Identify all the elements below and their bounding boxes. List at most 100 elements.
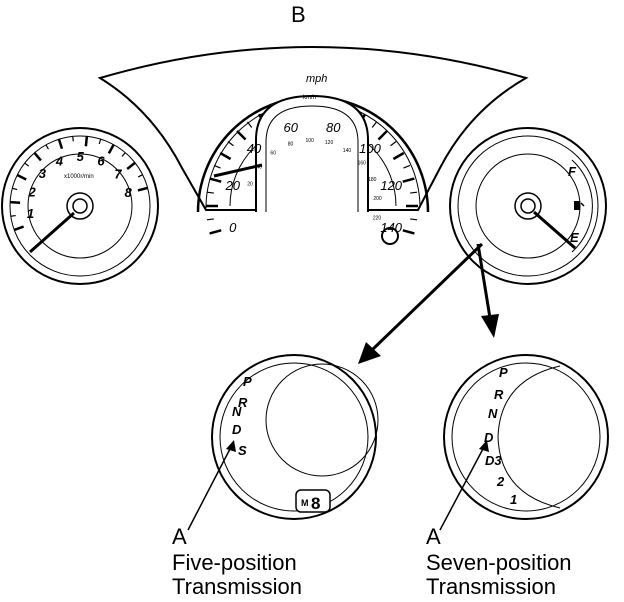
seven-position-caption-line1: Seven-position bbox=[426, 550, 572, 575]
tachometer-tick bbox=[10, 214, 16, 217]
speedometer-kmh-number: 220 bbox=[373, 215, 382, 221]
tachometer-tick bbox=[137, 174, 143, 178]
gear-position-letter: 1 bbox=[510, 492, 517, 507]
speedometer-mph-number: 40 bbox=[247, 141, 262, 156]
tachometer-number: 4 bbox=[55, 153, 64, 168]
tachometer-needle bbox=[29, 211, 75, 254]
speedometer-tick bbox=[206, 218, 214, 221]
seven-position-pointer bbox=[439, 446, 485, 531]
speedometer-tick bbox=[219, 151, 232, 161]
speedometer-tick bbox=[377, 130, 388, 141]
tachometer-tick bbox=[72, 136, 74, 142]
speedometer-tick bbox=[206, 191, 214, 194]
speedometer-mph-number: 80 bbox=[326, 120, 341, 135]
seven-position-inner-arc bbox=[497, 365, 561, 509]
gear-position-letter: N bbox=[232, 404, 242, 419]
tachometer-number: 2 bbox=[27, 185, 36, 200]
tachometer-tick bbox=[98, 138, 102, 145]
tachometer-tick bbox=[121, 152, 126, 157]
speedometer-mph-number: 60 bbox=[284, 120, 299, 135]
tachometer-tick bbox=[13, 225, 25, 232]
speedometer-kmh-number: 160 bbox=[358, 161, 367, 167]
tachometer-number: 7 bbox=[114, 166, 122, 181]
five-position-caption-line1: Five-position bbox=[172, 550, 297, 575]
reset-knob[interactable] bbox=[381, 227, 399, 245]
speedometer-tick bbox=[371, 121, 378, 128]
speedometer-tick bbox=[213, 164, 221, 169]
tachometer-tick bbox=[45, 144, 49, 150]
tachometer-number: 5 bbox=[77, 149, 85, 164]
gear-position-letter: D bbox=[232, 422, 242, 437]
tachometer-number: 3 bbox=[39, 166, 47, 181]
speedometer-mph-number: 0 bbox=[229, 220, 237, 235]
gear-position-display bbox=[295, 489, 331, 513]
callout-b-label: B bbox=[291, 2, 306, 27]
speedometer-mph-number: 120 bbox=[380, 178, 402, 193]
speedometer-tick bbox=[410, 191, 418, 194]
seven-position-caption-line2: Transmission bbox=[426, 574, 556, 599]
tachometer-number: 6 bbox=[97, 154, 105, 169]
speedometer-kmh-number: 60 bbox=[270, 151, 276, 157]
speedometer-tick bbox=[392, 151, 405, 161]
gear-digit: 8 bbox=[311, 494, 320, 513]
tachometer-tick bbox=[107, 144, 115, 154]
fuel-gauge-needle bbox=[533, 210, 576, 250]
speedometer-mph-number: 20 bbox=[225, 178, 241, 193]
tachometer-tick bbox=[16, 173, 27, 181]
callout-a-right-label: A bbox=[426, 524, 441, 549]
speedometer-tick bbox=[227, 140, 234, 147]
gear-position-letter: R bbox=[238, 395, 248, 410]
speedometer-tick bbox=[246, 121, 253, 128]
speedometer-kmh-number: 120 bbox=[325, 140, 334, 146]
kmh-unit-label: km/h bbox=[303, 95, 316, 101]
callout-a-left-label: A bbox=[172, 524, 187, 549]
tachometer-unit: x1000r/min bbox=[64, 174, 94, 180]
speedometer-tick bbox=[236, 130, 247, 141]
tachometer-tick bbox=[33, 152, 42, 162]
tachometer-tick bbox=[10, 200, 21, 204]
five-position-caption-line2: Transmission bbox=[172, 574, 302, 599]
gear-position-letter: P bbox=[243, 374, 252, 389]
tachometer-number: 1 bbox=[27, 206, 34, 221]
fuel-gauge: F E bbox=[449, 127, 607, 285]
speedometer-kmh-number: 100 bbox=[306, 138, 315, 144]
callout-arrows bbox=[358, 242, 499, 364]
speedometer-tick bbox=[402, 229, 415, 235]
speedometer-tick bbox=[209, 229, 222, 235]
speedometer-kmh-number: 40 bbox=[257, 164, 263, 170]
five-position-pointer bbox=[187, 446, 232, 531]
tachometer-tick bbox=[126, 161, 136, 170]
speedometer-center-window bbox=[255, 94, 369, 212]
tachometer-tick bbox=[24, 162, 30, 167]
tachometer-tick bbox=[84, 136, 89, 147]
gear-position-letter: D bbox=[484, 430, 494, 445]
gear-position-letter: S bbox=[238, 443, 247, 458]
tachometer-tick bbox=[12, 187, 18, 191]
gear-position-letter: R bbox=[494, 387, 504, 402]
gear-position-letter: D3 bbox=[485, 453, 502, 468]
fuel-full-label: F bbox=[568, 164, 577, 179]
fuel-empty-label: E bbox=[570, 230, 579, 245]
speedometer-tick bbox=[403, 164, 411, 169]
speedometer-mph-number: 100 bbox=[359, 141, 381, 156]
tachometer-tick bbox=[57, 138, 64, 150]
cluster-hood bbox=[97, 46, 529, 211]
speedometer-needle bbox=[213, 163, 263, 178]
manual-mode-letter: M bbox=[301, 498, 309, 508]
speedometer-kmh-number: 200 bbox=[373, 196, 382, 202]
gear-position-letter: N bbox=[488, 406, 498, 421]
speedometer-tick bbox=[402, 177, 415, 183]
speedometer-kmh-number: 140 bbox=[343, 148, 352, 154]
gear-position-letter: P bbox=[499, 365, 508, 380]
tachometer-tick bbox=[137, 186, 148, 192]
speedometer-kmh-number: 80 bbox=[288, 142, 294, 148]
speedometer-tick bbox=[410, 218, 418, 221]
tachometer-number: 8 bbox=[124, 185, 132, 200]
speedometer-tick bbox=[390, 140, 397, 147]
gear-position-letter: 2 bbox=[496, 474, 505, 489]
